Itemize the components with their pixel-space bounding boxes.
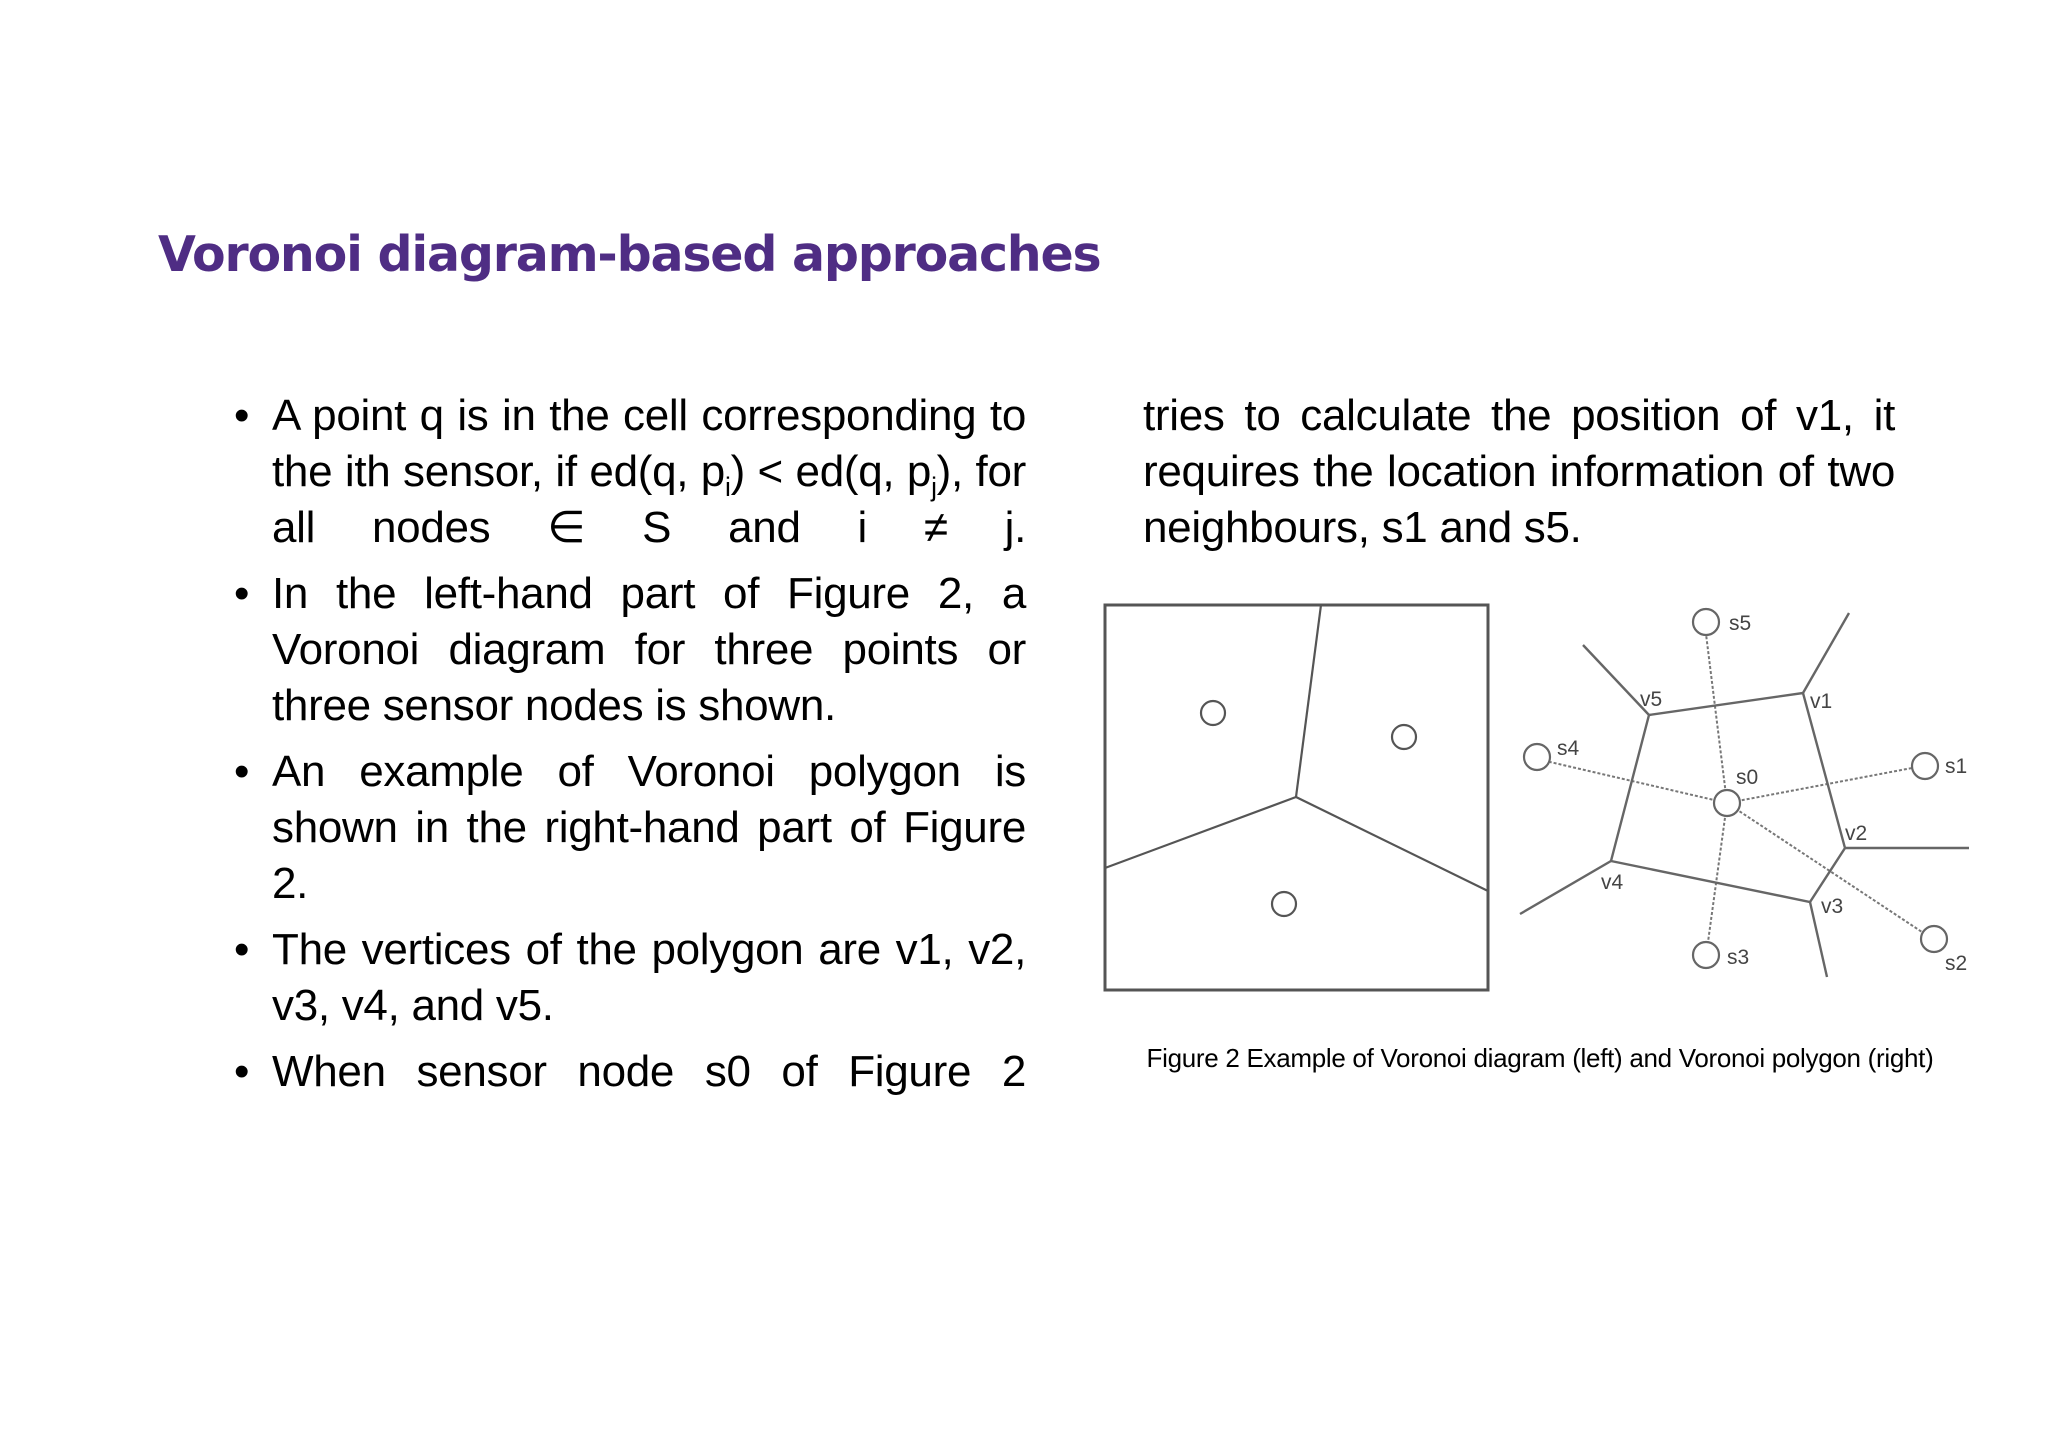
voronoi-edge xyxy=(1295,796,1489,892)
label-v1: v1 xyxy=(1810,690,1832,713)
voronoi-edge xyxy=(1294,604,1323,798)
bullet-icon: • xyxy=(234,391,250,440)
bullet-item-4: • The vertices of the polygon are v1, v2… xyxy=(234,922,1026,1034)
label-s4: s4 xyxy=(1557,737,1580,760)
bullet-text: When sensor node s0 of Figure 2 xyxy=(272,1047,1026,1096)
label-s2: s2 xyxy=(1945,952,1967,975)
neighbour-link xyxy=(1549,761,1728,804)
label-v2: v2 xyxy=(1845,822,1867,845)
bullet-item-3: • An example of Voronoi polygon is shown… xyxy=(234,744,1026,912)
voronoi-edge xyxy=(1808,901,1829,978)
diagram-border xyxy=(1103,603,1490,992)
label-v5: v5 xyxy=(1640,688,1662,711)
site-node-icon xyxy=(1270,890,1298,918)
sensor-s5-icon xyxy=(1691,607,1721,637)
bullet-item-2: • In the left-hand part of Figure 2, a V… xyxy=(234,566,1026,734)
figure-caption: Figure 2 Example of Voronoi diagram (lef… xyxy=(1146,1043,1934,1073)
label-s0: s0 xyxy=(1736,766,1758,789)
bullet-text: In the left-hand part of Figure 2, a Vor… xyxy=(272,569,1026,730)
voronoi-edge xyxy=(1519,859,1612,916)
sensor-s3-icon xyxy=(1691,940,1721,970)
neighbour-link xyxy=(1705,633,1728,804)
continuation-text: tries to calculate the position of v1, i… xyxy=(1143,391,1895,552)
neighbour-link xyxy=(1726,767,1913,804)
bullet-icon: • xyxy=(234,747,250,796)
bullet-list: • A point q is in the cell corresponding… xyxy=(234,388,1026,1110)
voronoi-diagram-left xyxy=(1103,603,1490,992)
bullet-icon: • xyxy=(234,925,250,974)
label-s1: s1 xyxy=(1945,755,1967,778)
site-node-icon xyxy=(1199,699,1227,727)
site-node-icon xyxy=(1390,723,1418,751)
neighbour-link xyxy=(1707,802,1728,943)
bullet-icon: • xyxy=(234,569,250,618)
label-s5: s5 xyxy=(1729,612,1751,635)
sensor-s4-icon xyxy=(1522,742,1552,772)
slide-title: Voronoi diagram-based approaches xyxy=(158,226,1102,283)
label-s3: s3 xyxy=(1727,946,1749,969)
bullet-text: A point q is in the cell corresponding t… xyxy=(272,391,1026,552)
bullet-icon: • xyxy=(234,1047,250,1096)
label-v3: v3 xyxy=(1821,895,1843,918)
sensor-s0-icon xyxy=(1712,788,1742,818)
voronoi-edge xyxy=(1801,612,1851,694)
voronoi-edge xyxy=(1582,644,1650,716)
neighbour-link xyxy=(1726,802,1923,933)
label-v4: v4 xyxy=(1601,871,1624,894)
bullet-item-1: • A point q is in the cell corresponding… xyxy=(234,388,1026,556)
voronoi-polygon-right: s5 s4 s0 s1 s3 s2 v5 v1 v2 v3 v4 xyxy=(1519,607,1969,978)
voronoi-polygon xyxy=(1609,691,1847,904)
bullet-text: An example of Voronoi polygon is shown i… xyxy=(272,747,1026,908)
bullet-item-5: • When sensor node s0 of Figure 2 xyxy=(234,1044,1026,1100)
bullet-text: The vertices of the polygon are v1, v2, … xyxy=(272,925,1026,1030)
sensor-s2-icon xyxy=(1919,924,1949,954)
voronoi-edge xyxy=(1104,795,1297,870)
sensor-s1-icon xyxy=(1910,751,1940,781)
